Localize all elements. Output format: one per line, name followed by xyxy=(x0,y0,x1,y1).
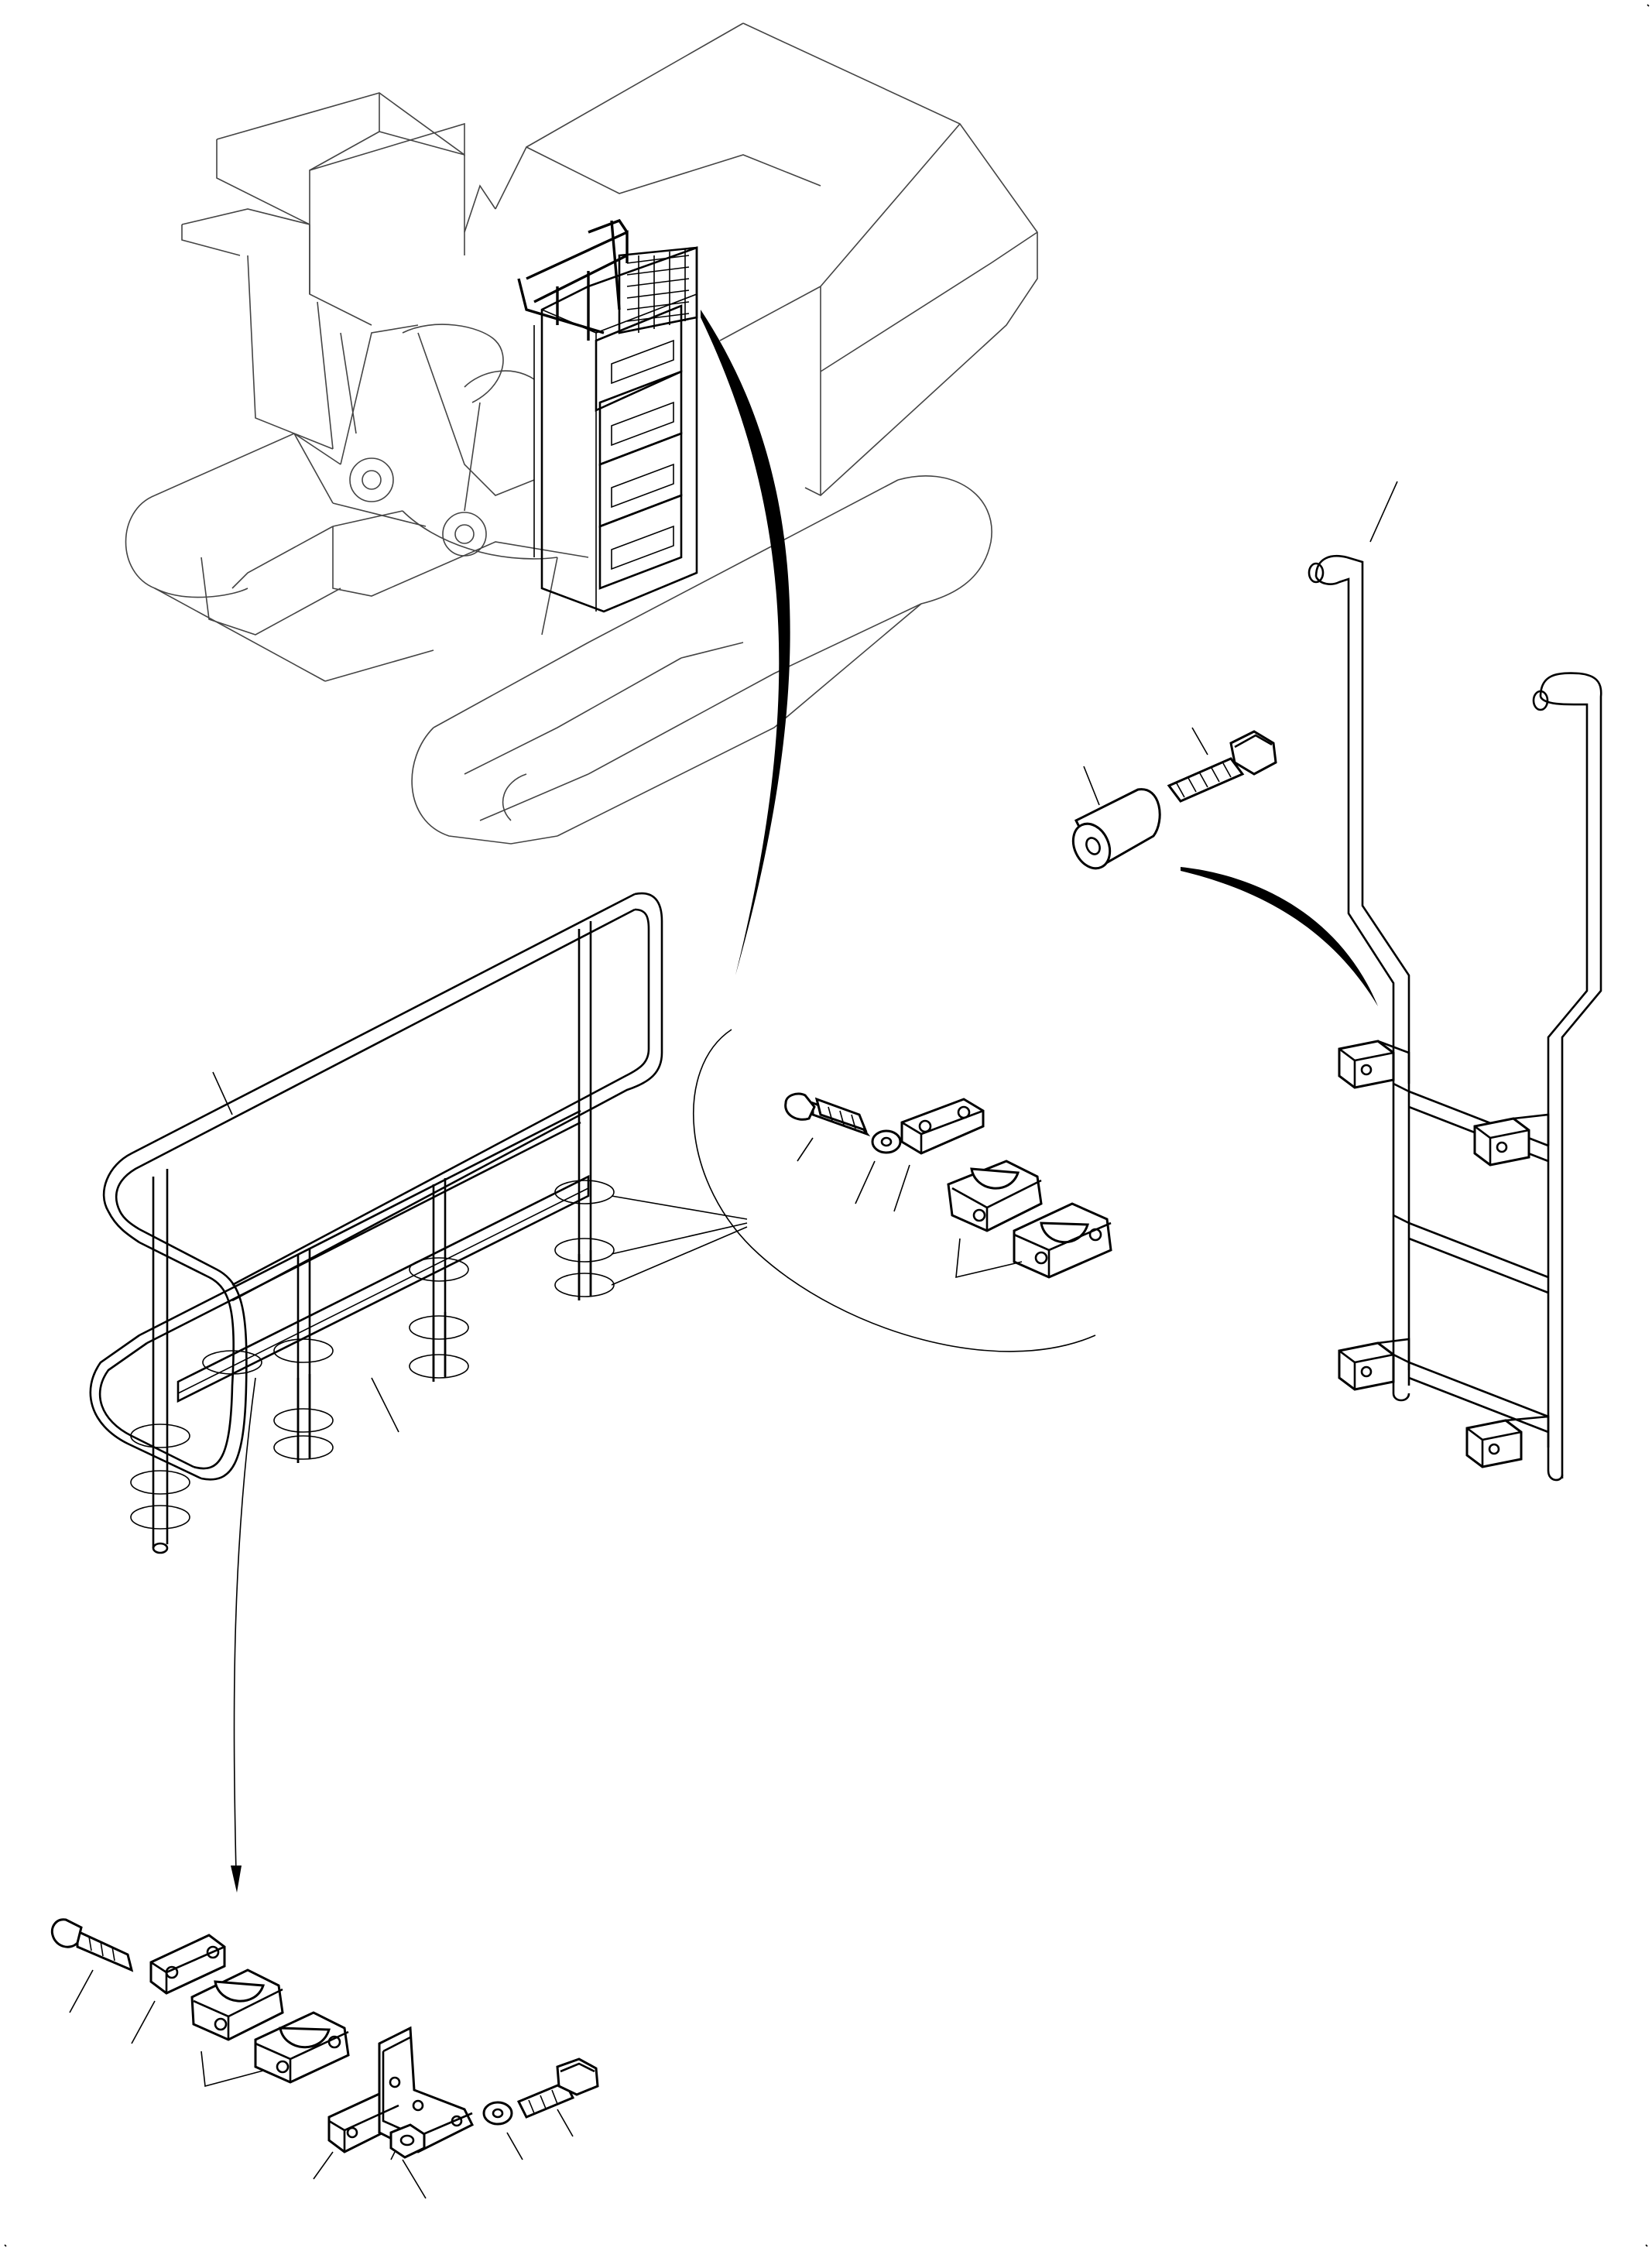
ladder-assembly xyxy=(1308,481,1602,1482)
clamp-half-lower xyxy=(1013,1202,1112,1279)
bracket-nut xyxy=(389,2123,427,2199)
bracket-kit-parts xyxy=(50,1918,599,2199)
bracket-clamp-upper xyxy=(190,1968,284,2041)
clamp-plate xyxy=(893,1098,985,1212)
corner-mark xyxy=(1647,4,1650,7)
detail-bubble-clamp xyxy=(693,1029,1096,1352)
hex-bolt xyxy=(1167,727,1277,803)
ladder-bracket xyxy=(1473,1113,1550,1167)
handrail-assembly xyxy=(89,892,748,1893)
ladder-bracket xyxy=(1338,1040,1410,1089)
post-washer-rings xyxy=(130,1180,615,1530)
clamp-washer xyxy=(855,1129,902,1204)
clamp-bolt xyxy=(784,1092,871,1162)
bracket-clamp-lower xyxy=(254,2011,350,2084)
clamp-half-upper xyxy=(947,1160,1043,1232)
corner-mark xyxy=(1645,2244,1648,2247)
leader-arrow-machine-to-detail xyxy=(701,310,790,975)
machine-highlight-area xyxy=(517,218,698,613)
bracket-bolt xyxy=(50,1918,134,2013)
bracket-washer xyxy=(482,2101,523,2160)
angle-bracket xyxy=(313,2026,475,2180)
ladder-bracket xyxy=(1338,1338,1410,1391)
spacer-bolt-kit xyxy=(1071,727,1277,870)
ladder-bracket xyxy=(1465,1415,1550,1468)
spacer-tube xyxy=(1071,766,1161,870)
machine-outline xyxy=(125,22,1038,845)
bracket-plate xyxy=(131,1934,226,2044)
corner-mark xyxy=(4,2244,7,2247)
clamp-kit-parts xyxy=(784,1092,1112,1279)
bracket-hex-bolt xyxy=(516,2057,599,2137)
